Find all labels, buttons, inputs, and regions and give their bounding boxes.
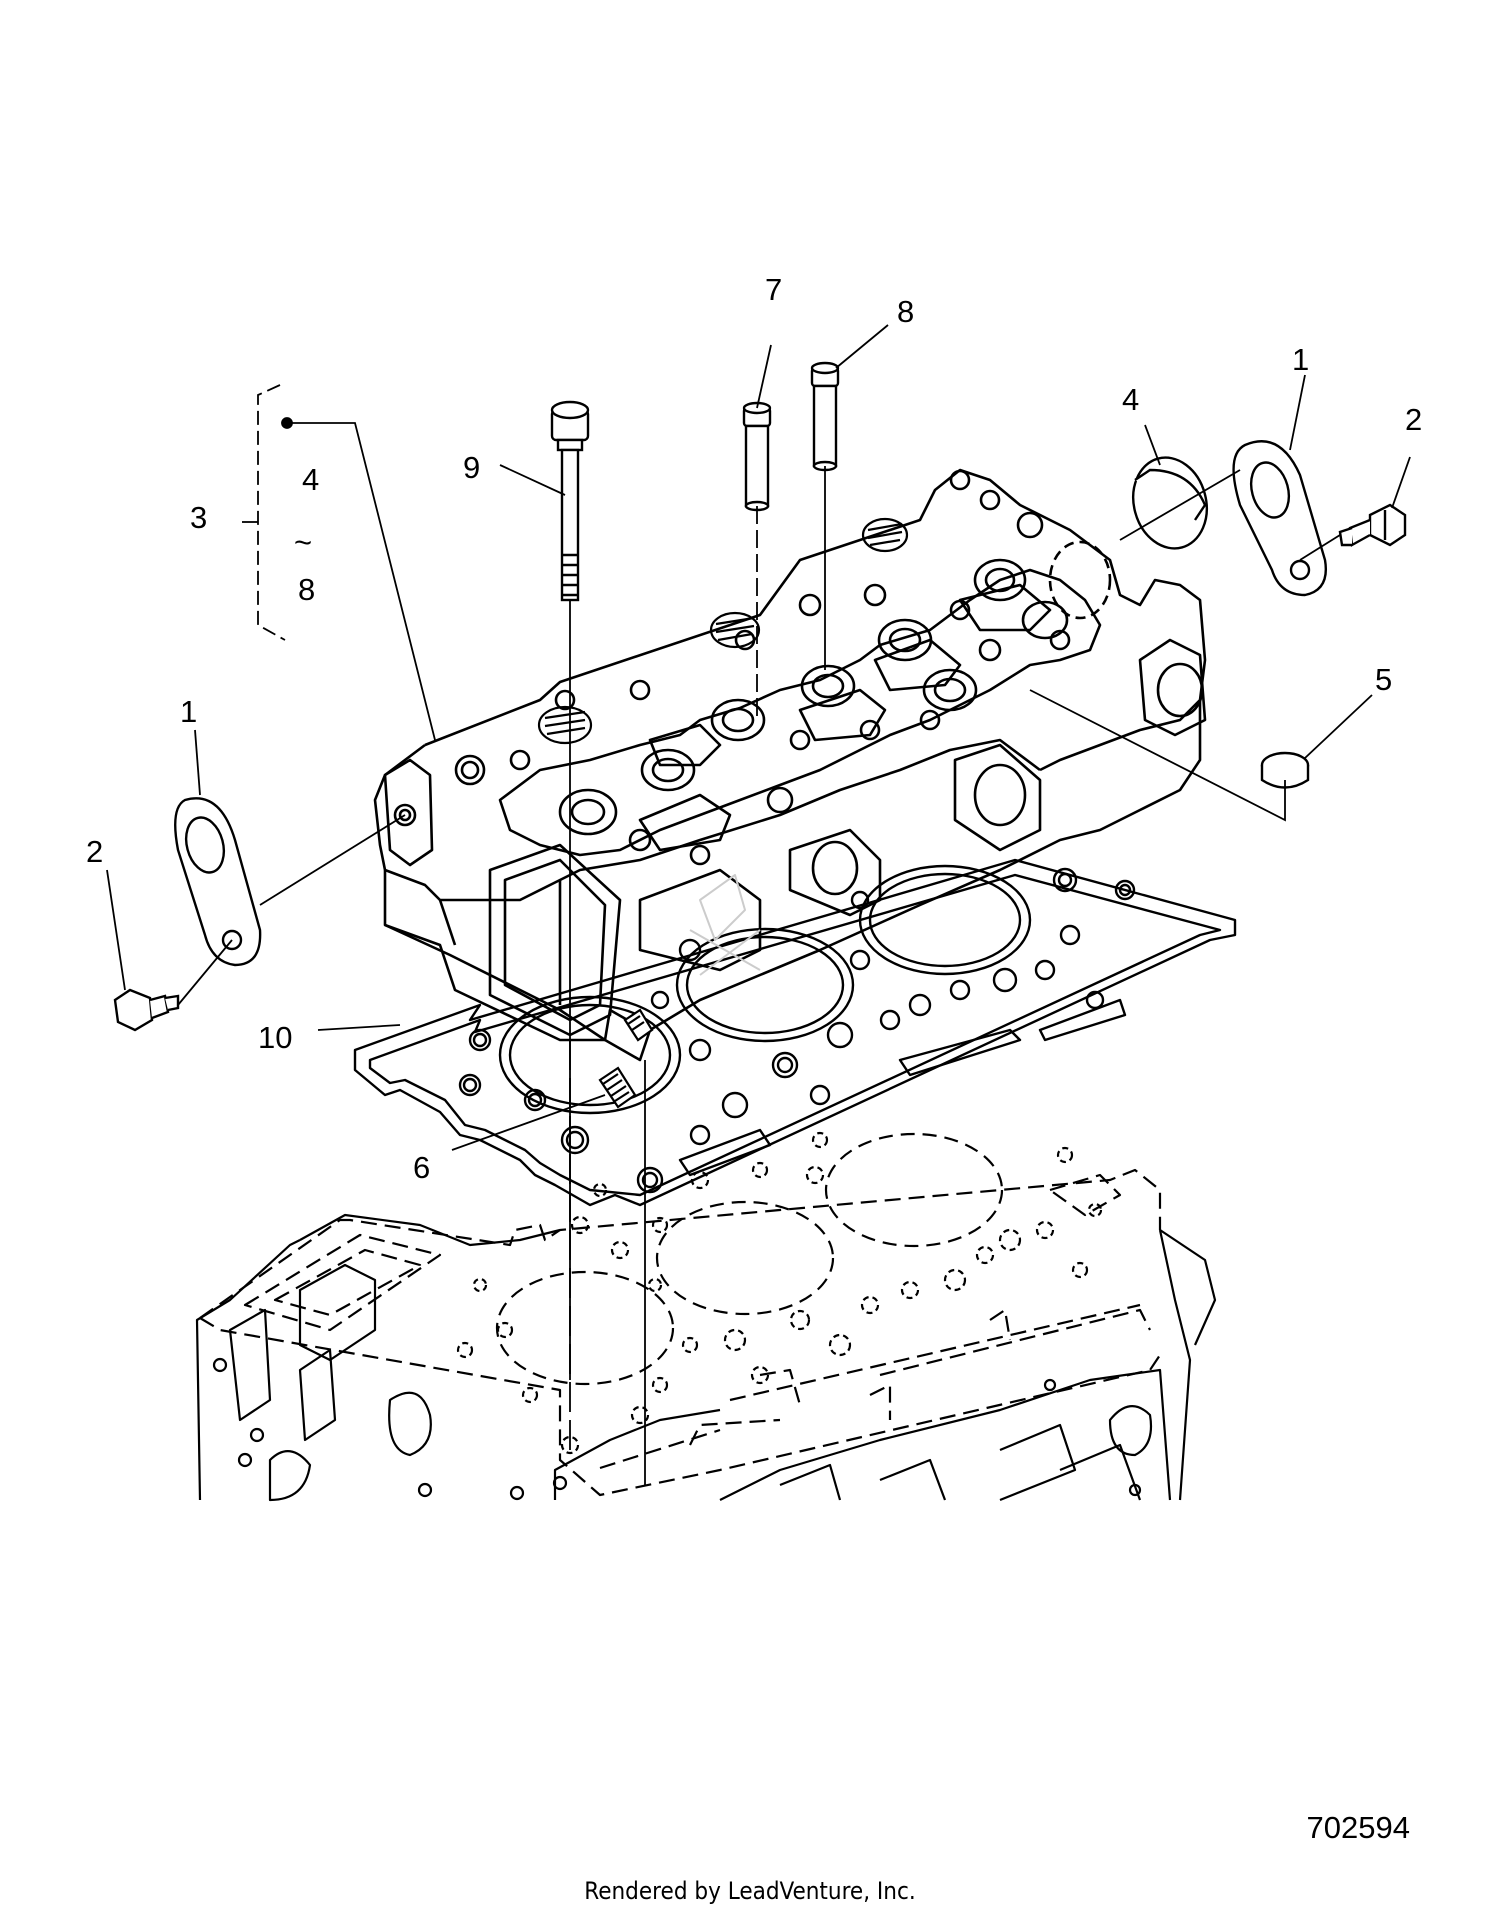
- callout-6: 6: [413, 1150, 430, 1185]
- render-credit: Rendered by LeadVenture, Inc.: [584, 1877, 916, 1905]
- callout-8-group: 8: [298, 572, 315, 607]
- engine-block: [195, 1131, 1217, 1502]
- callout-2-left: 2: [86, 834, 103, 869]
- valve-guide-7: [742, 401, 772, 512]
- callout-2-right: 2: [1405, 402, 1422, 437]
- bolt-left: [113, 988, 180, 1032]
- callout-7: 7: [765, 272, 782, 307]
- bolt-right: [1338, 503, 1407, 547]
- plug-5: [1260, 751, 1310, 789]
- callout-3: 3: [190, 500, 207, 535]
- callout-4: 4: [1122, 382, 1139, 417]
- lifting-eye-left: [174, 797, 262, 967]
- callout-labels: 1 2 1 2 3 4 ~ 8 4 5 6 7 8 9 10: [86, 272, 1422, 1185]
- callout-1-left: 1: [180, 694, 197, 729]
- callout-10: 10: [258, 1020, 292, 1055]
- callout-1-right: 1: [1292, 342, 1309, 377]
- callout-5: 5: [1375, 662, 1392, 697]
- range-mark: ~: [294, 525, 312, 560]
- valve-guide-8: [810, 361, 840, 472]
- lifting-eye-right: [1232, 440, 1327, 597]
- head-bolt: [550, 400, 590, 602]
- leader-lines: [106, 324, 1411, 1485]
- cylinder-head: [373, 468, 1207, 1062]
- head-gasket: [353, 858, 1237, 1207]
- expansion-plug-4: [1132, 456, 1208, 550]
- callout-9: 9: [463, 450, 480, 485]
- callout-4-group: 4: [302, 462, 319, 497]
- stud-6: [598, 1008, 654, 1109]
- figure-number: 702594: [1306, 1810, 1410, 1845]
- callout-8: 8: [897, 294, 914, 329]
